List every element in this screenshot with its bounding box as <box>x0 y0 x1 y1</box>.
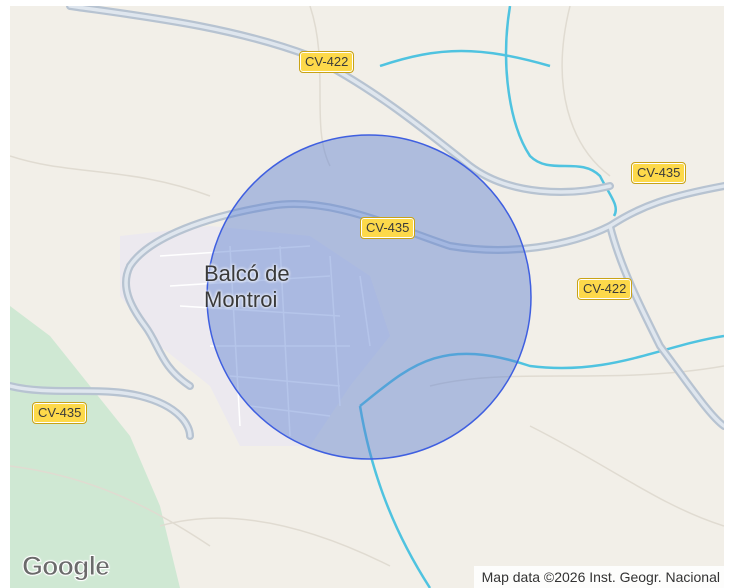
radius-circle <box>206 134 532 460</box>
place-label-line1: Balcó de <box>204 261 290 286</box>
road-shield-cv-435-left: CV-435 <box>32 402 88 424</box>
place-label: Balcó de Montroi <box>204 261 290 313</box>
road-shield-cv-435-center: CV-435 <box>360 217 416 239</box>
green-area <box>10 306 180 588</box>
map-attribution[interactable]: Map data ©2026 Inst. Geogr. Nacional <box>473 566 724 588</box>
road-shield-cv-435-right: CV-435 <box>631 162 687 184</box>
google-logo: Google <box>22 551 111 582</box>
place-label-line2: Montroi <box>204 287 278 312</box>
map-layer <box>10 6 724 588</box>
minor-roads <box>10 6 724 567</box>
streets <box>159 245 371 437</box>
road-centerlines <box>10 6 724 438</box>
map-canvas[interactable]: CV-422 CV-435 CV-435 CV-422 CV-435 Balcó… <box>10 6 724 588</box>
road-shield-cv-422-top: CV-422 <box>299 51 355 73</box>
road-shield-cv-422-right: CV-422 <box>577 278 633 300</box>
urban-area <box>120 226 390 446</box>
